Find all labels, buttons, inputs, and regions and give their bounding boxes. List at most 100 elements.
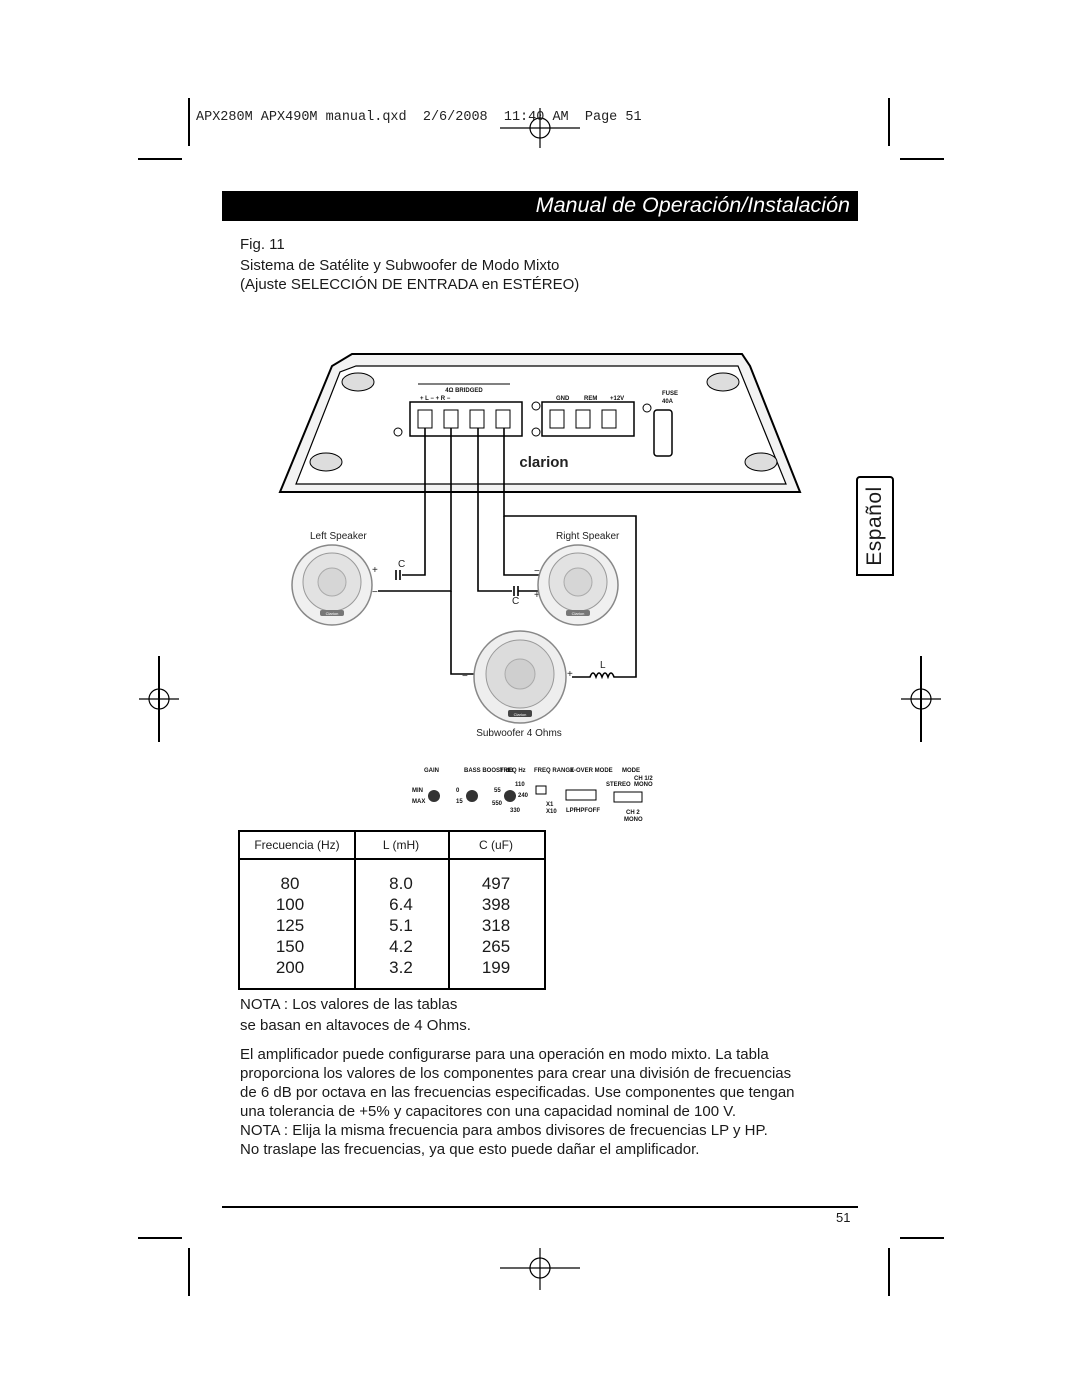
table-row: 100 6.4 398 xyxy=(240,895,544,916)
freq-mark: 240 xyxy=(518,793,529,799)
xover-mode-label: X-OVER MODE xyxy=(570,768,613,774)
gain-label: GAIN xyxy=(424,768,439,774)
print-header: APX280M APX490M manual.qxd 2/6/2008 11:4… xyxy=(196,110,642,125)
table-header-cell: Frecuencia (Hz) xyxy=(254,838,340,852)
table-cell: 265 xyxy=(481,937,511,956)
fuse-label: FUSE xyxy=(662,391,678,397)
figure-caption-line2: (Ajuste SELECCIÓN DE ENTRADA en ESTÉREO) xyxy=(240,276,580,293)
fuse-rating: 40A xyxy=(662,399,674,405)
table-cell: 5.1 xyxy=(389,916,413,935)
component-table: Frecuencia (Hz) L (mH) C (uF) 80 8.0 497… xyxy=(238,830,546,990)
table-cell: 199 xyxy=(481,958,511,977)
bass-boost-label: BASS BOOST dB xyxy=(464,768,514,774)
table-cell: 318 xyxy=(481,916,511,935)
freq-mark: 55 xyxy=(494,788,501,794)
table-row: 125 5.1 318 xyxy=(240,916,544,937)
speaker-badge: Clarion xyxy=(326,611,339,616)
table-cell: 398 xyxy=(481,895,511,914)
freq-mark: 330 xyxy=(510,808,521,814)
table-cell: 4.2 xyxy=(389,937,413,956)
control-panel: GAIN BASS BOOST dB FREQ Hz FREQ RANGE X-… xyxy=(412,768,653,823)
capacitor-right-label: C xyxy=(512,596,519,607)
freq-range-switch[interactable] xyxy=(535,785,547,795)
gnd-label: GND xyxy=(556,396,570,402)
freq-hz-label: FREQ Hz xyxy=(500,768,526,774)
body-line: NOTA : Elija la misma frecuencia para am… xyxy=(240,1122,768,1139)
table-cell: 8.0 xyxy=(389,874,413,893)
table-note-line2: se basan en altavoces de 4 Ohms. xyxy=(240,1017,471,1034)
table-cell: 80 xyxy=(280,874,300,893)
table-cell: 3.2 xyxy=(389,958,413,977)
table-cell: 125 xyxy=(275,916,305,935)
table-cell: 200 xyxy=(275,958,305,977)
language-tab: Español xyxy=(856,476,894,576)
mode-ch12: CH 1/2 xyxy=(634,776,653,782)
speaker-badge: Clarion xyxy=(514,712,527,717)
brand-logo: clarion xyxy=(519,454,568,471)
mode-stereo: STEREO xyxy=(606,782,631,788)
right-speaker: Clarion xyxy=(537,544,619,626)
body-line: proporciona los valores de los component… xyxy=(240,1065,792,1082)
subwoofer: Clarion xyxy=(473,630,567,724)
figure-label: Fig. 11 xyxy=(240,236,285,253)
boost-15: 15 xyxy=(456,799,463,805)
mode-ch2-mono: MONO xyxy=(624,817,643,823)
mode-mono: MONO xyxy=(634,782,653,788)
gain-min: MIN xyxy=(412,788,423,794)
xover-switch[interactable] xyxy=(565,789,597,801)
minus-sign: − xyxy=(462,671,468,682)
minus-sign: − xyxy=(372,587,378,598)
body-paragraph: El amplificador puede configurarse para … xyxy=(240,1045,860,1159)
body-line: una tolerancia de +5% y capacitores con … xyxy=(240,1103,737,1120)
xover-hpf: HPF xyxy=(576,808,588,814)
bridged-label: 4Ω BRIDGED xyxy=(445,388,483,394)
page-number: 51 xyxy=(836,1210,851,1225)
table-row: 80 8.0 497 xyxy=(240,874,544,895)
speaker-badge: Clarion xyxy=(572,611,585,616)
mode-label: MODE xyxy=(622,768,640,774)
left-speaker-label: Left Speaker xyxy=(310,531,367,542)
table-cell: 497 xyxy=(481,874,511,893)
freq-knob[interactable] xyxy=(504,790,516,802)
table-note-line1: NOTA : Los valores de las tablas xyxy=(240,996,458,1013)
range-x1: X1 xyxy=(546,802,554,808)
manual-title: Manual de Operación/Instalación xyxy=(535,193,850,217)
footer-rule xyxy=(222,1206,858,1208)
minus-sign: − xyxy=(534,566,540,577)
table-cell: 150 xyxy=(275,937,305,956)
plus-sign: + xyxy=(372,565,378,576)
freq-range-label: FREQ RANGE xyxy=(534,768,574,774)
table-header-cell: C (uF) xyxy=(479,838,513,852)
mode-switch[interactable] xyxy=(613,791,643,803)
subwoofer-label: Subwoofer 4 Ohms xyxy=(476,728,562,739)
bass-boost-knob[interactable] xyxy=(466,790,478,802)
12v-label: +12V xyxy=(610,396,624,402)
table-row: 200 3.2 199 xyxy=(240,958,544,979)
left-speaker: Clarion xyxy=(291,544,373,626)
freq-mark: 550 xyxy=(492,801,503,807)
xover-off: OFF xyxy=(588,808,600,814)
boost-0: 0 xyxy=(456,788,460,794)
table-row: 150 4.2 265 xyxy=(240,937,544,958)
body-line: de 6 dB por octava en las frecuencias es… xyxy=(240,1084,795,1101)
body-line: No traslape las frecuencias, ya que esto… xyxy=(240,1141,700,1158)
inductor-label: L xyxy=(600,660,606,671)
gain-max: MAX xyxy=(412,799,425,805)
plus-sign: + xyxy=(534,590,540,601)
table-divider xyxy=(448,832,450,988)
table-cell: 6.4 xyxy=(389,895,413,914)
amplifier: 4Ω BRIDGED + L − + R − GND REM +12V FUSE… xyxy=(278,353,802,493)
table-note: NOTA : Los valores de las tablas se basa… xyxy=(240,994,471,1036)
range-x10: X10 xyxy=(546,809,557,815)
table-header: Frecuencia (Hz) L (mH) C (uF) xyxy=(240,832,544,860)
gain-knob[interactable] xyxy=(428,790,440,802)
speaker-wires xyxy=(378,428,637,680)
mode-ch2: CH 2 xyxy=(626,810,640,816)
terminal-labels: + L − + R − xyxy=(420,396,451,402)
xover-lpf: LPF xyxy=(566,808,578,814)
capacitor-left-label: C xyxy=(398,559,405,570)
table-cell: 100 xyxy=(275,895,305,914)
table-divider xyxy=(354,832,356,988)
title-bar: Manual de Operación/Instalación xyxy=(222,191,858,221)
